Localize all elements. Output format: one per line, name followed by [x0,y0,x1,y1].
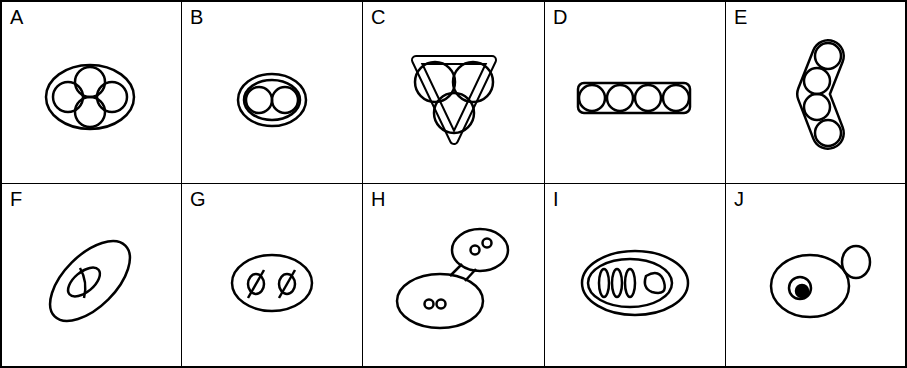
panel-cell: G [181,183,363,368]
panel-letter: C [363,2,385,28]
panel-letter: H [363,184,385,210]
panel-letter: A [2,2,23,28]
budding-cell [771,246,870,317]
panel-letter: B [182,2,203,28]
panel-cell: J [725,183,907,368]
panel-cell: H [362,183,545,368]
slashed-bodies-cell [232,255,312,311]
bent-chain-cell [804,43,841,146]
panel-letter: J [726,184,744,210]
panel-letter: E [726,2,747,28]
panel-cell: C [362,0,545,184]
spore-cell [36,227,143,334]
chain-cell [578,83,690,113]
tetrad-cell [46,65,134,129]
panel-letter: I [545,184,559,210]
panel-cell: I [544,183,726,368]
conjugating-cells [397,229,508,328]
triad-cell [415,60,493,140]
rods-cell [582,251,688,315]
diplococcus-cell [238,74,306,126]
panel-cell: F [0,183,182,368]
panel-cell: B [181,0,363,184]
panel-letter: G [182,184,206,210]
panel-letter: F [2,184,22,210]
panel-letter: D [545,2,567,28]
panel-cell: E [725,0,907,184]
panel-cell: A [0,0,182,184]
panel-cell: D [544,0,726,184]
